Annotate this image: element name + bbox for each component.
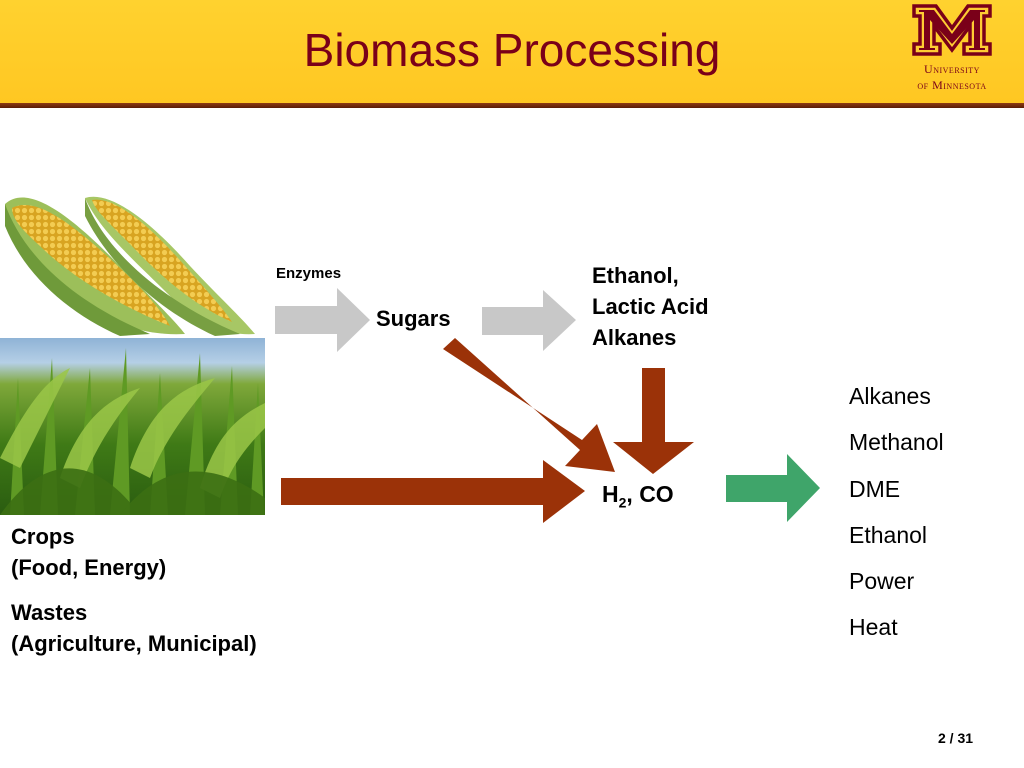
product-item: DME (849, 476, 901, 502)
slide-title: Biomass Processing (303, 24, 721, 76)
source-crops-label: Crops (11, 524, 75, 549)
product-item: Ethanol (849, 522, 928, 548)
enzymes-label: Enzymes (276, 265, 342, 282)
fuels-to-syngas-arrow (613, 368, 694, 474)
syngas-to-products-arrow (726, 454, 820, 522)
university-logo: University of Minnesota (896, 4, 1008, 98)
product-item: Power (849, 568, 915, 594)
page-separator: / (945, 730, 958, 746)
fuels-label-line2: Lactic Acid (592, 294, 709, 319)
logo-text-line1: University (924, 62, 980, 76)
product-item: Alkanes (849, 383, 931, 409)
page-number: 2 / 31 (938, 730, 973, 746)
corn-ears-image (5, 196, 255, 336)
syngas-symbol: H (602, 481, 619, 507)
fuels-label-line1: Ethanol, (592, 263, 679, 288)
syngas-label: H2, CO (602, 481, 674, 511)
cornfield-photo (0, 338, 265, 515)
corn-ears-photo (0, 186, 265, 338)
sugars-to-fuels-arrow (482, 290, 576, 351)
fuels-label-line3: Alkanes (592, 325, 677, 350)
product-item: Methanol (849, 429, 944, 455)
sugars-to-syngas-arrow (443, 338, 615, 472)
source-wastes-label: Wastes (11, 600, 88, 625)
page-current: 2 (938, 730, 946, 746)
header-bar (0, 0, 1024, 103)
product-item: Heat (849, 614, 898, 640)
page-total: 31 (957, 730, 974, 746)
sugars-label: Sugars (376, 306, 451, 331)
syngas-subscript: 2 (618, 494, 627, 511)
header-divider (0, 103, 1024, 108)
source-wastes-detail: (Agriculture, Municipal) (11, 631, 257, 656)
cornfield-image (0, 348, 265, 515)
biomass-to-syngas-arrow (281, 460, 585, 523)
logo-text-line2: of Minnesota (917, 78, 987, 92)
source-crops-detail: (Food, Energy) (11, 555, 167, 580)
enzyme-arrow (275, 288, 370, 352)
syngas-rest: , CO (626, 481, 674, 507)
block-m-logo-icon (912, 4, 992, 56)
